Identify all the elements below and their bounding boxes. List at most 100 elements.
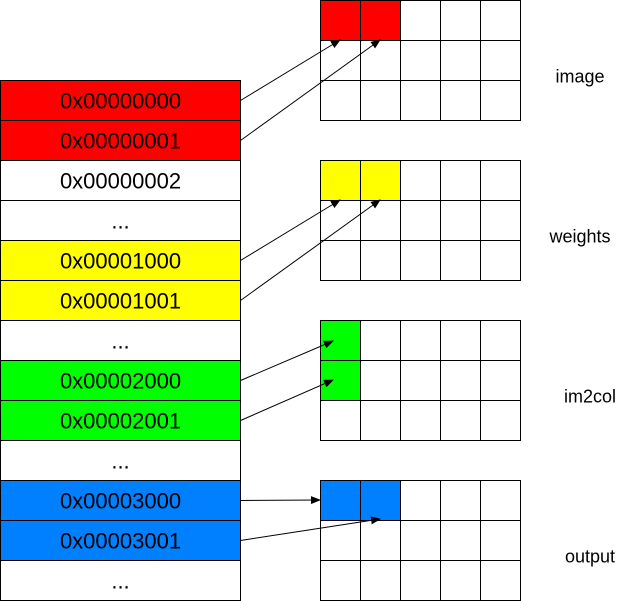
pointer-arrow <box>240 496 321 505</box>
memory-cell: ... <box>0 440 241 481</box>
grid-cell <box>360 400 401 441</box>
grid-cell <box>360 0 401 41</box>
pointer-arrow <box>240 379 334 421</box>
memory-address-label: 0x00000000 <box>60 89 181 114</box>
grid-cell <box>480 560 521 601</box>
grid-cell <box>320 0 361 41</box>
grid-cell <box>320 160 361 201</box>
grid-cell <box>480 40 521 81</box>
memory-column: 0x00000000 0x00000001 0x00000002... 0x00001… <box>0 80 241 601</box>
grid-cell <box>400 40 441 81</box>
grid-cell <box>480 0 521 41</box>
memory-cell: ... <box>0 320 241 361</box>
grid-cell <box>320 240 361 281</box>
memory-cell-box <box>0 80 241 121</box>
memory-address-label: 0x00003000 <box>60 489 181 514</box>
grid-cell <box>400 240 441 281</box>
memory-address-label: ... <box>111 209 129 234</box>
memory-cell-box <box>0 440 241 481</box>
grid-cell <box>440 0 481 41</box>
grid-cell <box>440 320 481 361</box>
memory-cell: 0x00003001 <box>0 520 241 561</box>
grid-cell <box>320 40 361 81</box>
grid-cell <box>440 160 481 201</box>
grid-cell <box>440 360 481 401</box>
memory-address-label: ... <box>111 449 129 474</box>
memory-cell-box <box>0 520 241 561</box>
grid-cell <box>440 520 481 561</box>
grid-cell <box>320 80 361 121</box>
grid-cell <box>360 360 401 401</box>
grid-cell <box>480 200 521 241</box>
grid-cell <box>360 80 401 121</box>
grid-cell <box>320 360 361 401</box>
memory-cell: 0x00002001 <box>0 400 241 441</box>
grid-cell <box>400 0 441 41</box>
pointer-arrow <box>240 199 381 301</box>
grids: image weights im2col output <box>320 0 616 601</box>
grid-cell <box>440 480 481 521</box>
grid-cell <box>360 200 401 241</box>
grid-cell <box>400 480 441 521</box>
memory-address-label: ... <box>111 329 129 354</box>
grid-cell <box>400 200 441 241</box>
memory-cell: ... <box>0 200 241 241</box>
memory-cell-box <box>0 120 241 161</box>
grid-cell <box>360 560 401 601</box>
grid-cell <box>400 160 441 201</box>
memory-address-label: 0x00002000 <box>60 369 181 394</box>
output-grid: output <box>320 480 615 601</box>
grid-cell <box>360 40 401 81</box>
pointer-arrow <box>240 340 334 381</box>
memory-cell: 0x00000002 <box>0 160 241 201</box>
grid-cell <box>440 400 481 441</box>
im2col-grid: im2col <box>320 320 616 441</box>
image-grid: image <box>320 0 605 121</box>
memory-address-label: 0x00000001 <box>60 129 181 154</box>
grid-cell <box>400 360 441 401</box>
grid-cell <box>440 240 481 281</box>
memory-address-label: 0x00000002 <box>60 169 181 194</box>
grid-label: weights <box>548 227 610 247</box>
grid-cell <box>320 400 361 441</box>
grid-cell <box>400 560 441 601</box>
grid-cell <box>480 400 521 441</box>
memory-address-label: 0x00002001 <box>60 409 181 434</box>
grid-cell <box>480 80 521 121</box>
memory-cell-box <box>0 360 241 401</box>
grid-cell <box>360 160 401 201</box>
grid-cell <box>320 320 361 361</box>
grid-cell <box>320 560 361 601</box>
memory-cell: 0x00001001 <box>0 280 241 321</box>
grid-cell <box>480 480 521 521</box>
memory-cell: 0x00003000 <box>0 480 241 521</box>
grid-cell <box>400 80 441 121</box>
pointer-arrow <box>240 39 341 101</box>
pointer-arrow <box>240 516 381 541</box>
memory-cell-box <box>0 160 241 201</box>
memory-address-label: 0x00001000 <box>60 249 181 274</box>
grid-label: output <box>565 547 615 567</box>
grid-cell <box>400 320 441 361</box>
memory-cell: 0x00000001 <box>0 120 241 161</box>
pointer-arrow <box>240 39 381 141</box>
memory-cell-box <box>0 200 241 241</box>
grid-cell <box>480 320 521 361</box>
grid-label: image <box>555 67 604 87</box>
grid-cell <box>320 480 361 521</box>
arrows <box>240 39 381 541</box>
grid-cell <box>480 160 521 201</box>
grid-cell <box>360 320 401 361</box>
grid-cell <box>440 80 481 121</box>
memory-cell-box <box>0 280 241 321</box>
grid-label: im2col <box>564 387 616 407</box>
grid-cell <box>440 560 481 601</box>
memory-cell: 0x00002000 <box>0 360 241 401</box>
memory-address-label: 0x00003001 <box>60 529 181 554</box>
memory-address-label: 0x00001001 <box>60 289 181 314</box>
memory-cell: 0x00000000 <box>0 80 241 121</box>
memory-cell: 0x00001000 <box>0 240 241 281</box>
grid-cell <box>360 240 401 281</box>
memory-cell: ... <box>0 560 241 601</box>
